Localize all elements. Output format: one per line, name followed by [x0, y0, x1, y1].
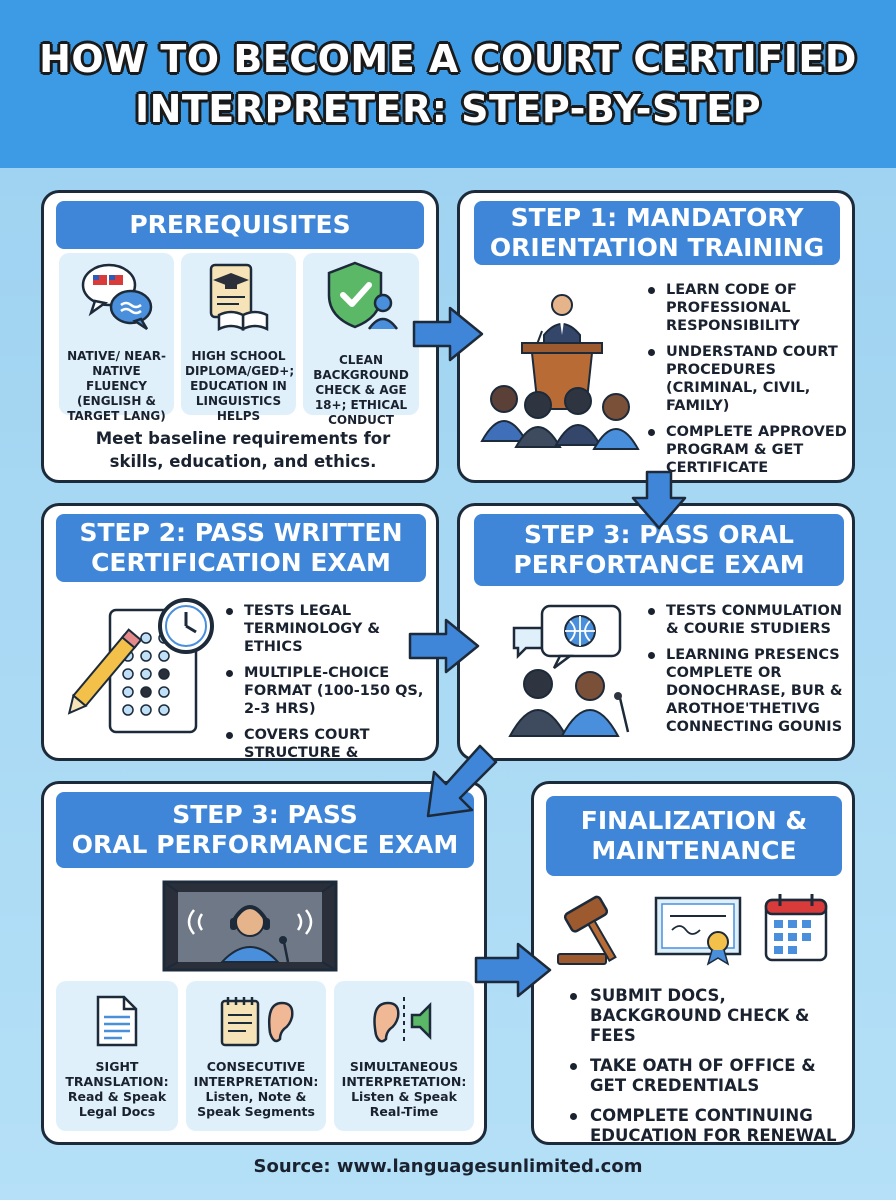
diploma-cap-book-icon [209, 263, 269, 332]
prereq-education-label: HIGH SCHOOL DIPLOMA/GED+; EDUCATION IN L… [185, 349, 295, 423]
step3a-card: STEP 3: PASS ORAL PERFORTANCE EXAM TESTS… [457, 503, 855, 761]
step1-bullet-2: UNDERSTAND COURT PROCEDURES (CRIMINAL, C… [648, 343, 850, 415]
prereq-tile-fluency: NATIVE/ NEAR-NATIVE FLUENCY (ENGLISH & T… [59, 253, 174, 423]
mode-simultaneous-sub: Listen & Speak Real-Time [351, 1089, 457, 1119]
step2-bullet-3: COVERS COURT STRUCTURE & CULTURAL COMPET… [226, 726, 434, 758]
step3a-bullets: TESTS CONMULATION & COURIE STUDIERS LEAR… [648, 602, 850, 744]
mode-consecutive-label: CONSECUTIVE INTERPRETATION: Listen, Note… [190, 1059, 322, 1119]
arrow-step3b-to-final [474, 942, 552, 998]
step1-title: STEP 1: MANDATORY ORIENTATION TRAINING [474, 201, 840, 265]
mode-tile-sight: SIGHT TRANSLATION: Read & Speak Legal Do… [56, 981, 178, 1131]
mode-tile-simultaneous: SIMULTANEOUS INTERPRETATION: Listen & Sp… [334, 981, 474, 1131]
prerequisites-card: PREREQUISITES NATIVE/ NEAR-NATIVE FLUENC… [41, 190, 439, 483]
final-bullet-1: SUBMIT DOCS, BACKGROUND CHECK & FEES [570, 986, 846, 1046]
step3a-title-line-2: PERFORTANCE EXAM [513, 550, 805, 579]
arrow-prereq-to-step1 [412, 306, 484, 362]
mode-sight-label: SIGHT TRANSLATION: Read & Speak Legal Do… [60, 1059, 174, 1119]
final-bullet-3: COMPLETE CONTINUING EDUCATION FOR RENEWA… [570, 1106, 846, 1142]
step1-bullet-3: COMPLETE APPROVED PROGRAM & GET CERTIFIC… [648, 423, 850, 477]
page-header: HOW TO BECOME A COURT CERTIFIED INTERPRE… [0, 0, 896, 168]
step1-title-line-1: STEP 1: MANDATORY [510, 203, 804, 232]
notepad-ear-icon [220, 997, 294, 1047]
page-title-line-2: INTERPRETER: STEP-BY-STEP [134, 87, 762, 131]
prereq-background-label: CLEAN BACKGROUND CHECK & AGE 18+; ETHICA… [313, 353, 409, 427]
step2-card: STEP 2: PASS WRITTEN CERTIFICATION EXAM … [41, 503, 439, 761]
finalization-bullets: SUBMIT DOCS, BACKGROUND CHECK & FEES TAK… [570, 986, 846, 1142]
step3a-bullet-1: TESTS CONMULATION & COURIE STUDIERS [648, 602, 850, 638]
step3b-title-line-1: STEP 3: PASS [172, 800, 358, 829]
step2-title: STEP 2: PASS WRITTEN CERTIFICATION EXAM [56, 514, 426, 582]
step3b-title-line-2: ORAL PERFORMANCE EXAM [71, 830, 459, 859]
ear-speaker-icon [373, 997, 432, 1045]
mode-simultaneous-title: SIMULTANEOUS INTERPRETATION: [341, 1059, 467, 1089]
mode-sight-sub: Read & Speak Legal Docs [67, 1089, 167, 1119]
arrow-step3a-to-step3b [426, 744, 498, 818]
finalization-card: FINALIZATION & MAINTENANCE SUBMIT DOCS, … [531, 781, 855, 1145]
step2-bullets: TESTS LEGAL TERMINOLOGY & ETHICS MULTIPL… [226, 602, 434, 758]
finalization-title-line-2: MAINTENANCE [591, 836, 797, 865]
lecture-podium-icon [480, 294, 640, 450]
prereq-fluency-label: NATIVE/ NEAR-NATIVE FLUENCY (ENGLISH & T… [67, 349, 166, 423]
arrow-step2-to-step3a [408, 618, 480, 674]
exam-sheet-clock-pencil-icon [67, 598, 214, 734]
interpreter-booth-headset-icon [162, 880, 338, 972]
shield-check-person-icon [327, 261, 399, 330]
step2-bullet-1: TESTS LEGAL TERMINOLOGY & ETHICS [226, 602, 434, 656]
step1-bullet-1: LEARN CODE OF PROFESSIONAL RESPONSIBILIT… [648, 281, 850, 335]
step2-bullet-2: MULTIPLE-CHOICE FORMAT (100-150 QS, 2-3 … [226, 664, 434, 718]
prerequisites-title: PREREQUISITES [56, 201, 424, 249]
mode-consecutive-title: CONSECUTIVE INTERPRETATION: [193, 1059, 319, 1089]
page-title-line-1: HOW TO BECOME A COURT CERTIFIED [39, 37, 857, 81]
mode-sight-title: SIGHT TRANSLATION: [65, 1059, 169, 1089]
mode-consecutive-sub: Listen, Note & Speak Segments [197, 1089, 315, 1119]
step3b-card: STEP 3: PASS ORAL PERFORMANCE EXAM SIGHT… [41, 781, 487, 1145]
prereq-tile-education: HIGH SCHOOL DIPLOMA/GED+; EDUCATION IN L… [181, 253, 296, 423]
prerequisites-summary: Meet baseline requirements for skills, e… [95, 429, 391, 471]
document-icon [96, 995, 138, 1047]
finalization-title-line-1: FINALIZATION & [580, 806, 808, 835]
arrow-step1-down [631, 470, 687, 530]
step3b-title: STEP 3: PASS ORAL PERFORMANCE EXAM [56, 792, 474, 868]
mode-tile-consecutive: CONSECUTIVE INTERPRETATION: Listen, Note… [186, 981, 326, 1131]
step1-card: STEP 1: MANDATORY ORIENTATION TRAINING L… [457, 190, 855, 483]
speakers-globe-icon [508, 604, 630, 737]
step1-title-line-2: ORIENTATION TRAINING [489, 233, 825, 262]
finalization-title: FINALIZATION & MAINTENANCE [546, 796, 842, 876]
step2-title-line-2: CERTIFICATION EXAM [91, 548, 391, 577]
gavel-certificate-calendar-icon [557, 894, 828, 966]
step1-bullets: LEARN CODE OF PROFESSIONAL RESPONSIBILIT… [648, 281, 850, 480]
final-bullet-2: TAKE OATH OF OFFICE & GET CREDENTIALS [570, 1056, 846, 1096]
step3a-bullet-2: LEARNING PRESENCS COMPLETE OR DONOCHRASE… [648, 646, 850, 736]
prereq-tile-background: CLEAN BACKGROUND CHECK & AGE 18+; ETHICA… [303, 253, 419, 427]
speech-bubbles-flags-icon [81, 263, 153, 331]
mode-simultaneous-label: SIMULTANEOUS INTERPRETATION: Listen & Sp… [338, 1059, 470, 1119]
step2-title-line-1: STEP 2: PASS WRITTEN [79, 518, 403, 547]
source-credit: Source: www.languagesunlimited.com [253, 1156, 643, 1177]
